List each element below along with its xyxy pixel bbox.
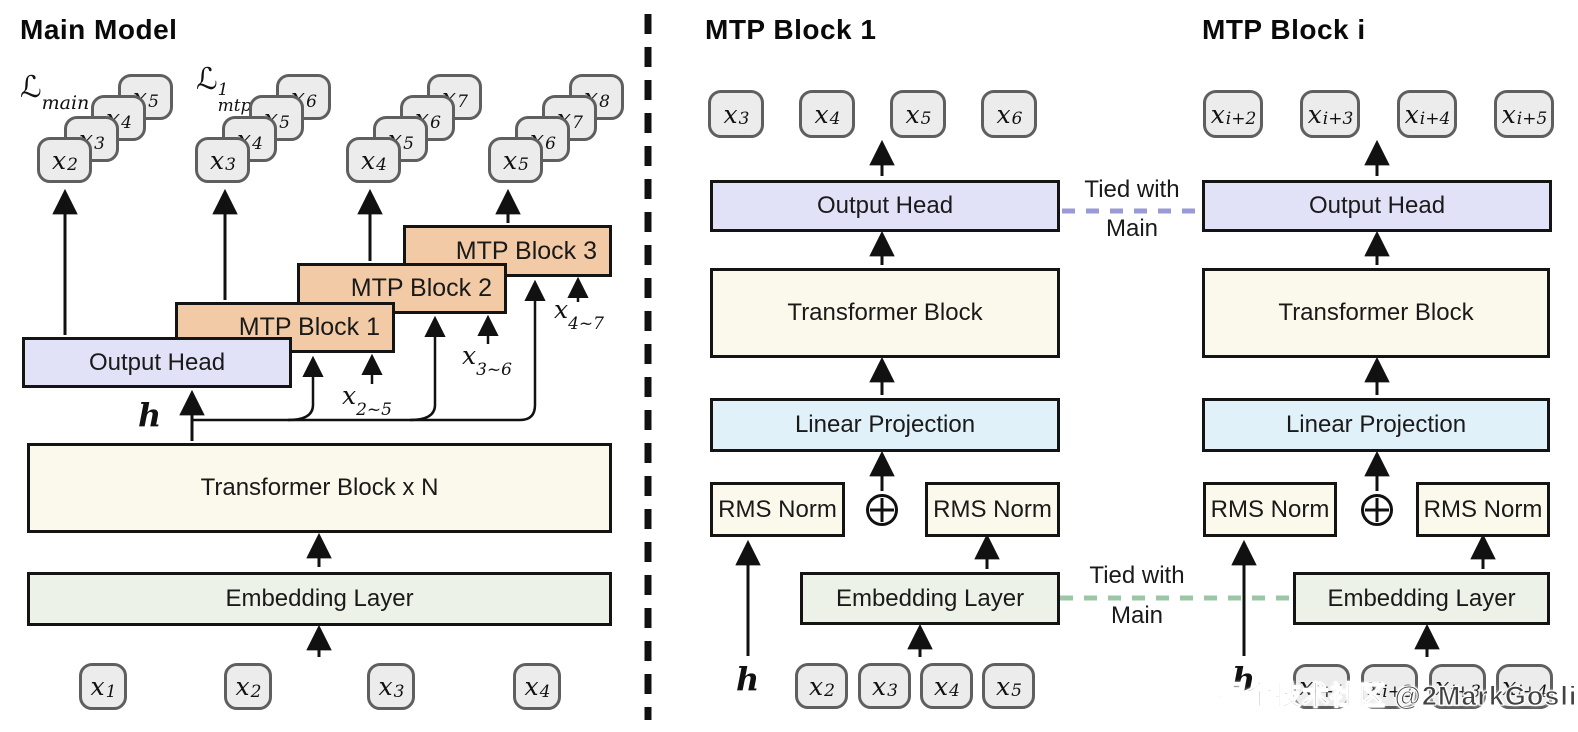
transformer-block-mtpi: Transformer Block [1202,268,1550,358]
tied-with-outputhead-label-line1: Tied with [1084,176,1180,203]
hidden-state-label-mtp1: h [736,660,760,698]
output-head-mtpi: Output Head [1202,180,1552,232]
main-model-title: Main Model [20,14,178,45]
input-range-label-x36: x3~6 [462,341,512,380]
hidden-state-label-mtpi: h [1232,660,1256,698]
h-branch-to-mtp2 [409,315,446,422]
tied-with-embedding-label-line2: Main [1110,602,1164,629]
linear-projection-mtp1: Linear Projection [710,398,1060,452]
mtp-block-2: MTP Block 2 [297,263,507,314]
concat-oplus-icon [866,494,898,526]
tied-with-embedding-label-line1: Tied with [1089,562,1185,589]
embedding-layer-mtpi: Embedding Layer [1293,572,1550,625]
transformer-block-mtp1: Transformer Block [710,268,1060,358]
mtp-block-i-title: MTP Block i [1202,14,1366,45]
input-range-label-x25: x2~5 [342,381,392,420]
input-range-label-x47: x4~7 [554,295,604,334]
rms-norm-left-mtpi: RMS Norm [1203,482,1337,537]
h-branch-to-mtp3 [192,279,546,422]
rms-norm-left-mtp1: RMS Norm [710,482,845,537]
output-head-main: Output Head [22,337,292,388]
tied-with-outputhead-label-line2: Main [1105,215,1159,242]
watermark-text: 掘金技术社区 @2MarkGosling [1217,681,1578,712]
embedding-layer-main: Embedding Layer [27,572,612,626]
concat-oplus-icon [1361,494,1393,526]
rms-norm-right-mtp1: RMS Norm [925,482,1060,537]
hidden-state-label-main: h [138,396,162,434]
rms-norm-right-mtpi: RMS Norm [1416,482,1550,537]
h-branch-to-mtp1 [287,355,324,422]
loss-label-main: ℒmain [20,70,90,114]
transformer-block-main: Transformer Block x N [27,443,612,533]
output-head-mtp1: Output Head [710,180,1060,232]
embedding-layer-mtp1: Embedding Layer [800,572,1060,625]
linear-projection-mtpi: Linear Projection [1202,398,1550,452]
mtp-block-1-title: MTP Block 1 [705,14,877,45]
